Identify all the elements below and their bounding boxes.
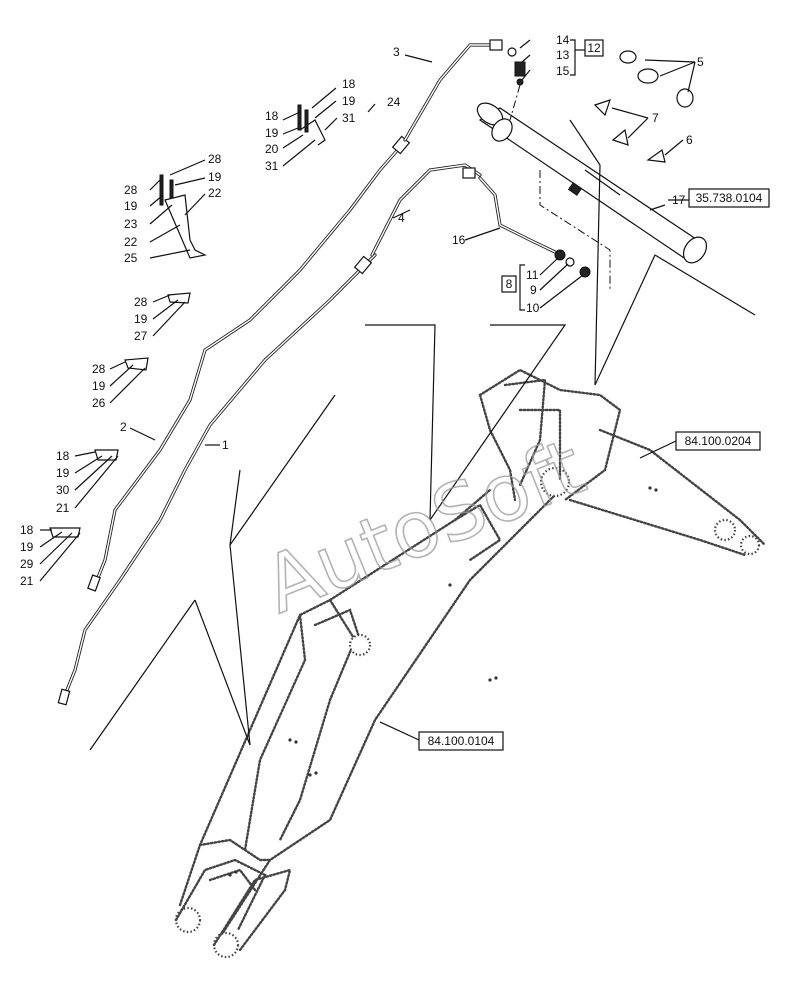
callout-19-g: 19 [56, 466, 70, 480]
fittings-12 [507, 47, 526, 86]
callout-19-h: 19 [20, 540, 34, 554]
clip-29 [49, 527, 81, 538]
callout-16: 16 [452, 233, 466, 247]
callout-28-d: 28 [92, 362, 106, 376]
ref-cylinder-label: 35.738.0104 [696, 191, 763, 205]
group-box-8[interactable]: 8 [501, 275, 517, 293]
callout-26: 26 [92, 396, 106, 410]
callout-20: 20 [265, 142, 279, 156]
hose-2 [87, 135, 411, 592]
ref-box-boom[interactable]: 84.100.0104 [418, 731, 504, 751]
callout-22-a: 22 [208, 186, 222, 200]
callout-19-b: 19 [342, 94, 356, 108]
callout-7: 7 [652, 111, 659, 125]
callout-21-b: 21 [20, 574, 34, 588]
group-box-12[interactable]: 12 [584, 39, 604, 57]
callout-5: 5 [697, 55, 704, 69]
callout-19-c: 19 [208, 170, 222, 184]
callout-15: 15 [556, 64, 570, 78]
clips-7 [593, 99, 629, 146]
hose-3 [403, 39, 503, 142]
group-8-label: 8 [506, 277, 513, 291]
pipe-16 [478, 176, 557, 254]
callout-14: 14 [556, 33, 570, 47]
clamps-5 [619, 50, 694, 108]
callout-11: 11 [526, 268, 539, 282]
callout-19-f: 19 [92, 379, 106, 393]
callout-25: 25 [124, 251, 138, 265]
hose-1 [57, 253, 377, 706]
clip-27 [167, 292, 191, 304]
clip-30 [94, 449, 119, 461]
boom-assembly [174, 368, 767, 959]
ref-box-cylinder[interactable]: 35.738.0104 [688, 188, 770, 208]
callout-10: 10 [526, 301, 540, 315]
hose-4 [370, 163, 482, 257]
callout-6: 6 [686, 133, 693, 147]
watermark-text: AutoSoft [252, 422, 596, 631]
dashdot-guide-top [509, 84, 521, 121]
callout-21-a: 21 [56, 501, 70, 515]
callout-4: 4 [398, 211, 405, 225]
callout-18-c: 18 [56, 449, 70, 463]
callout-30: 30 [56, 483, 70, 497]
ref-arm-label: 84.100.0204 [685, 434, 752, 448]
callout-19-d: 19 [124, 199, 138, 213]
bracket-assembly-upper [297, 104, 326, 146]
hydraulic-cylinder [476, 102, 708, 264]
callout-27: 27 [134, 329, 148, 343]
callout-18-b: 18 [342, 77, 356, 91]
callout-22-b: 22 [124, 235, 138, 249]
callout-28-b: 28 [124, 183, 138, 197]
group-12-label: 12 [587, 41, 601, 55]
callout-19-a: 19 [265, 126, 279, 140]
callout-2: 2 [120, 420, 127, 434]
ref-box-arm[interactable]: 84.100.0204 [675, 431, 761, 451]
callout-31-a: 31 [265, 159, 279, 173]
callout-28-c: 28 [134, 295, 148, 309]
callout-19-e: 19 [134, 312, 148, 326]
callout-13: 13 [556, 48, 570, 62]
callout-3: 3 [393, 45, 400, 59]
callout-1: 1 [222, 438, 229, 452]
bracket-assembly-22 [159, 174, 207, 259]
leader-lines [39, 39, 756, 751]
callout-17: 17 [672, 193, 686, 207]
callout-24: 24 [387, 95, 401, 109]
clip-6 [646, 148, 666, 163]
ref-boom-label: 84.100.0104 [428, 734, 495, 748]
callout-labels: 3 4 16 1 2 17 14 13 15 11 9 10 5 7 6 18 … [20, 33, 704, 588]
callout-9: 9 [530, 283, 537, 297]
callout-18-d: 18 [20, 523, 34, 537]
callout-28-a: 28 [208, 152, 222, 166]
callout-18-a: 18 [265, 109, 279, 123]
callout-23: 23 [124, 217, 138, 231]
callout-29: 29 [20, 557, 34, 571]
fittings-8 [554, 249, 591, 278]
callout-31-b: 31 [342, 111, 356, 125]
dashdot-guide [539, 170, 611, 290]
